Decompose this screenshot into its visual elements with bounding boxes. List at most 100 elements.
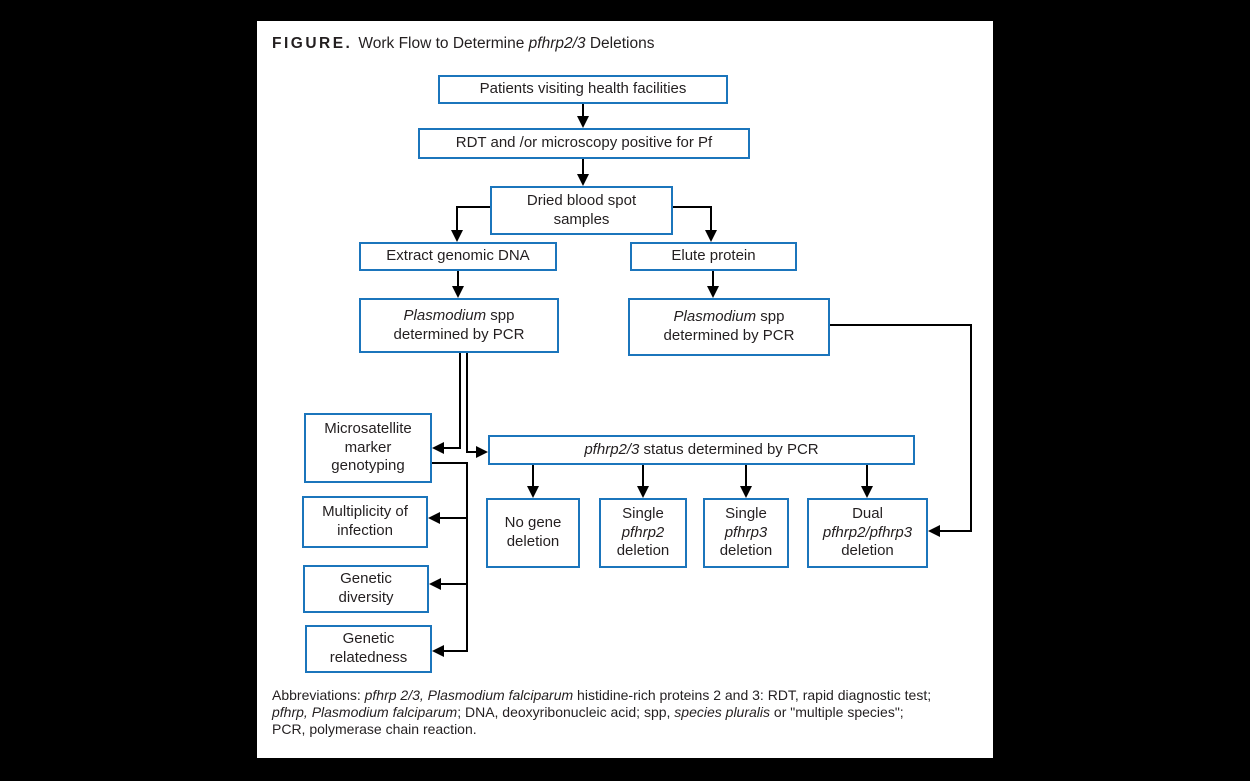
connector-to-status-horizontal xyxy=(466,451,478,453)
arrowhead-status-to-no-gene xyxy=(527,486,539,498)
connector-plasmodium-to-microsatellite-vertical xyxy=(459,353,461,449)
node-single-pfhrp3-deletion: Single pfhrp3 deletion xyxy=(703,498,789,568)
connector-patients-to-rdt xyxy=(582,104,584,118)
figure-title-suffix: Deletions xyxy=(585,35,655,52)
node-label-line1: Single xyxy=(622,504,664,522)
connector-to-diversity xyxy=(440,583,467,585)
node-label-line1: Microsatellite xyxy=(324,419,412,437)
arrowhead-status-to-dual xyxy=(861,486,873,498)
arrowhead-to-diversity xyxy=(429,578,441,590)
node-label-line2: pfhrp2 xyxy=(621,523,665,541)
connector-protein-route-bottom xyxy=(939,530,972,532)
footnote-line2: pfhrp, Plasmodium falciparum; DNA, deoxy… xyxy=(272,704,988,721)
node-label-line3: deletion xyxy=(841,542,894,560)
gene-italic: pfhrp2/3 xyxy=(584,440,640,458)
node-label-line1: Genetic xyxy=(342,630,395,648)
node-extract-genomic-dna: Extract genomic DNA xyxy=(359,242,557,271)
arrowhead-to-multiplicity xyxy=(428,512,440,524)
genus-italic: Plasmodium xyxy=(403,306,487,324)
connector-to-multiplicity xyxy=(439,517,467,519)
abbreviations-footnote: Abbreviations: pfhrp 2/3, Plasmodium fal… xyxy=(272,687,988,738)
connector-dried-right-horizontal xyxy=(673,206,712,208)
connector-status-to-dual xyxy=(866,465,868,488)
node-pfhrp23-status-pcr: pfhrp2/3 status determined by PCR xyxy=(488,435,915,465)
arrowhead-rdt-to-dried xyxy=(577,174,589,186)
node-elute-protein: Elute protein xyxy=(630,242,797,271)
arrowhead-to-relatedness xyxy=(432,645,444,657)
node-patients-visiting-health-facilities: Patients visiting health facilities xyxy=(438,75,728,104)
node-label-line1: Plasmodium spp xyxy=(674,308,785,327)
node-dried-blood-spot-samples: Dried blood spot samples xyxy=(490,186,673,235)
connector-protein-route-vertical xyxy=(970,324,972,532)
footnote-text: ; DNA, deoxyribonucleic acid; spp, xyxy=(457,704,675,720)
figure-title-gene: pfhrp2/3 xyxy=(528,35,586,52)
footnote-text: or "multiple species"; xyxy=(770,704,904,720)
connector-dried-left-vertical xyxy=(456,206,458,232)
node-label: Elute protein xyxy=(671,247,756,265)
connector-status-to-single-pfhrp2 xyxy=(642,465,644,488)
node-label-line2: relatedness xyxy=(329,649,408,666)
connector-status-to-single-pfhrp3 xyxy=(745,465,747,488)
genus-rest: spp xyxy=(756,308,785,326)
node-label-line1: Genetic xyxy=(340,570,392,588)
footnote-line1: Abbreviations: pfhrp 2/3, Plasmodium fal… xyxy=(272,687,988,704)
node-label: RDT and /or microscopy positive for Pf xyxy=(455,134,713,152)
node-label-line1: No gene xyxy=(504,514,562,532)
node-multiplicity-of-infection: Multiplicity of infection xyxy=(302,496,428,548)
footnote-text: PCR, polymerase chain reaction. xyxy=(272,721,477,737)
arrowhead-dried-to-elute xyxy=(705,230,717,242)
node-genetic-relatedness: Genetic relatedness xyxy=(305,625,432,673)
connector-dried-right-vertical xyxy=(710,206,712,232)
connector-plasmodium-to-status-vertical xyxy=(466,353,468,453)
node-label: pfhrp2/3 status determined by PCR xyxy=(584,441,818,460)
arrowhead-status-to-single-pfhrp2 xyxy=(637,486,649,498)
connector-status-to-no-gene xyxy=(532,465,534,488)
footnote-line3: PCR, polymerase chain reaction. xyxy=(272,721,988,738)
node-rdt-microscopy-positive: RDT and /or microscopy positive for Pf xyxy=(418,128,750,159)
arrowhead-to-status xyxy=(476,446,488,458)
node-label-line2: pfhrp2/pfhrp3 xyxy=(822,523,913,541)
node-label-line2: diversity xyxy=(338,589,394,606)
footnote-italic: pfhrp, Plasmodium falciparum xyxy=(272,704,458,720)
arrowhead-patients-to-rdt xyxy=(577,116,589,128)
arrowhead-status-to-single-pfhrp3 xyxy=(740,486,752,498)
connector-rdt-to-dried xyxy=(582,159,584,176)
node-label-line2: determined by PCR xyxy=(663,327,795,344)
connector-microsatellite-branch-horizontal xyxy=(432,462,468,464)
node-label-line1: Dual xyxy=(852,504,883,522)
connector-extract-to-plasmodium xyxy=(457,271,459,288)
genus-italic: Plasmodium xyxy=(673,308,757,326)
node-label-line2: marker xyxy=(344,438,392,456)
node-label-line1: Single xyxy=(725,504,767,522)
arrowhead-to-microsatellite xyxy=(432,442,444,454)
node-label-line1: Plasmodium spp xyxy=(404,307,515,326)
figure-title: FIGURE. Work Flow to Determine pfhrp2/3 D… xyxy=(272,35,654,53)
footnote-text: histidine-rich proteins 2 and 3: RDT, ra… xyxy=(573,687,932,703)
node-label-line2: samples xyxy=(553,210,610,228)
node-label-line1: Multiplicity of xyxy=(322,503,408,521)
node-label-line1: Dried blood spot xyxy=(526,191,637,209)
node-label-line2: pfhrp3 xyxy=(724,523,768,541)
connector-dried-left-horizontal xyxy=(456,206,490,208)
arrowhead-dried-to-extract xyxy=(451,230,463,242)
footnote-italic: species pluralis xyxy=(674,704,771,720)
node-label: Extract genomic DNA xyxy=(386,247,530,265)
node-label-line3: deletion xyxy=(616,542,670,560)
figure-title-text: Work Flow to Determine xyxy=(358,35,529,52)
figure-panel: FIGURE. Work Flow to Determine pfhrp2/3 D… xyxy=(257,21,993,758)
node-label-line2: infection xyxy=(337,522,393,539)
node-dual-pfhrp2-pfhrp3-deletion: Dual pfhrp2/pfhrp3 deletion xyxy=(807,498,928,568)
node-no-gene-deletion: No gene deletion xyxy=(486,498,580,568)
genus-rest: spp xyxy=(486,306,515,324)
connector-to-microsatellite-horizontal xyxy=(443,447,461,449)
arrowhead-extract-to-plasmodium xyxy=(452,286,464,298)
node-label-line2: deletion xyxy=(506,533,560,550)
connector-elute-to-plasmodium xyxy=(712,271,714,288)
connector-to-relatedness xyxy=(443,650,467,652)
node-label: Patients visiting health facilities xyxy=(479,80,687,98)
connector-microsatellite-branch-vertical xyxy=(466,462,468,652)
figure-label: FIGURE. xyxy=(272,35,353,52)
footnote-text: Abbreviations: xyxy=(272,687,365,703)
footnote-italic: pfhrp 2/3, Plasmodium falciparum xyxy=(364,687,574,703)
